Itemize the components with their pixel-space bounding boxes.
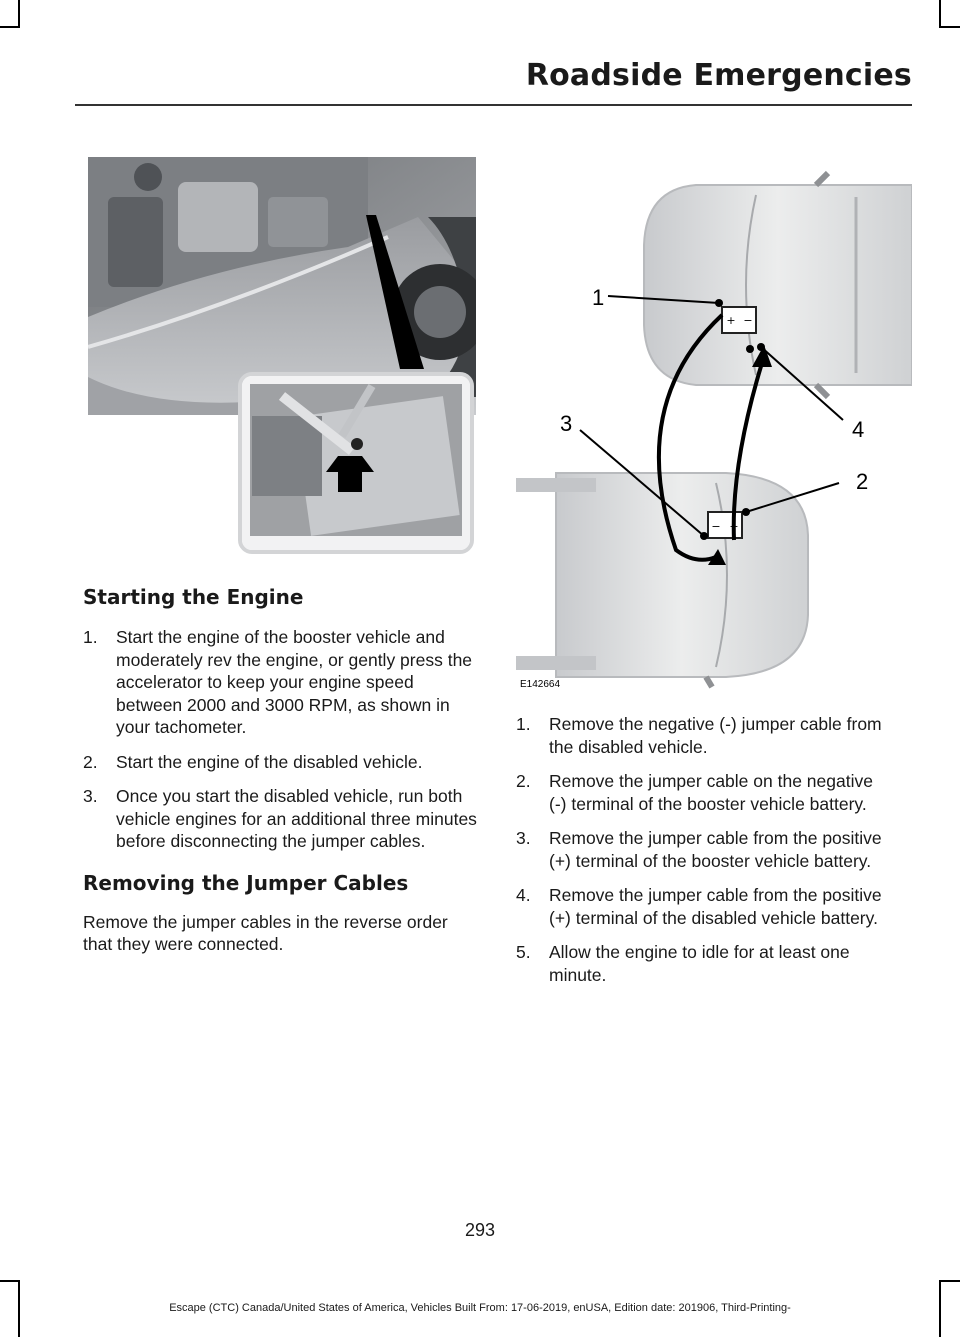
- list-item: 4.Remove the jumper cable from the posit…: [516, 885, 882, 928]
- crop-mark: [0, 26, 20, 28]
- removing-cables-paragraph: Remove the jumper cables in the reverse …: [83, 911, 448, 955]
- svg-text:−: −: [711, 520, 720, 533]
- crop-mark: [939, 1280, 941, 1337]
- callout-1: 1: [592, 285, 604, 310]
- crop-mark: [0, 1280, 20, 1282]
- list-item: 3.Remove the jumper cable from the posit…: [516, 828, 882, 871]
- crop-mark: [18, 0, 20, 28]
- list-item: 2.Start the engine of the disabled vehic…: [83, 751, 423, 772]
- starting-steps-list: 1.Start the engine of the booster vehicl…: [83, 626, 478, 853]
- figure-code: E142664: [520, 679, 560, 690]
- page-number: 293: [464, 1220, 496, 1240]
- svg-text:+: +: [726, 314, 735, 327]
- page-title: Roadside Emergencies: [525, 58, 912, 93]
- removing-steps-list: 1.Remove the negative (-) jumper cable f…: [516, 713, 884, 986]
- header-rule: [75, 104, 912, 106]
- callout-3: 3: [560, 411, 572, 436]
- crop-mark: [939, 0, 941, 28]
- callout-2: 2: [856, 469, 868, 494]
- crop-mark: [939, 1280, 960, 1282]
- list-item: 2.Remove the jumper cable on the negativ…: [516, 771, 873, 814]
- section-heading-starting-engine: Starting the Engine: [83, 585, 304, 609]
- callout-4: 4: [852, 417, 864, 442]
- list-item: 5.Allow the engine to idle for at least …: [516, 942, 850, 985]
- battery-location-inset: [238, 372, 474, 554]
- crop-mark: [939, 26, 960, 28]
- list-item: 1.Remove the negative (-) jumper cable f…: [516, 714, 882, 757]
- section-heading-removing-cables: Removing the Jumper Cables: [83, 870, 409, 895]
- list-item: 3.Once you start the disabled vehicle, r…: [83, 786, 477, 851]
- list-item: 1.Start the engine of the booster vehicl…: [83, 627, 473, 737]
- engine-bay-illustration: [87, 157, 488, 555]
- crop-mark: [18, 1280, 20, 1337]
- footer-text: Escape (CTC) Canada/United States of Ame…: [169, 1302, 791, 1314]
- jumper-cable-diagram: + − − + 1 3 4 2 E142664: [516, 155, 913, 691]
- svg-text:−: −: [743, 314, 752, 327]
